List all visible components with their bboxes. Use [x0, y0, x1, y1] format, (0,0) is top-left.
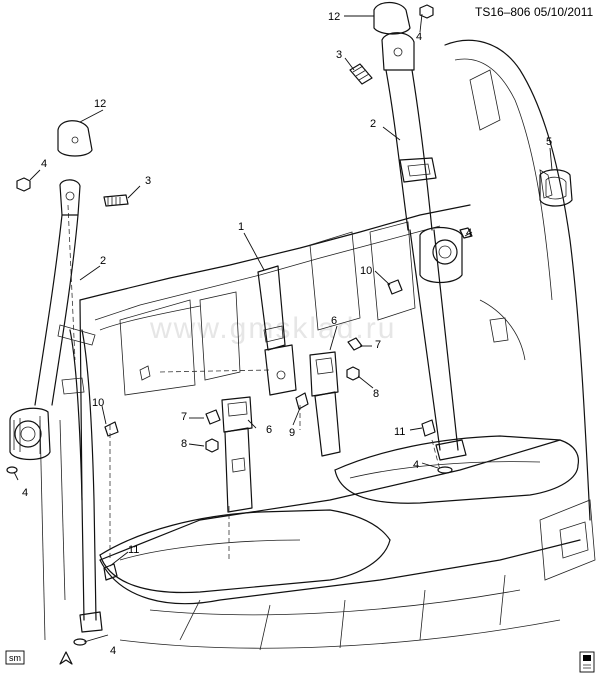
callout-3-right: 3 — [336, 49, 342, 61]
callout-8-left: 8 — [181, 438, 187, 450]
center-buckle-part-6 — [309, 351, 339, 397]
callout-12-left: 12 — [94, 98, 106, 110]
left-retractor — [9, 407, 51, 461]
callout-7-center: 7 — [375, 339, 381, 351]
right-seat-belt-assembly — [349, 1, 573, 474]
callout-1: 1 — [238, 221, 244, 233]
unit-tag: sm — [5, 650, 25, 665]
right-retractor — [419, 226, 463, 284]
callout-2-left: 2 — [100, 255, 106, 267]
left-buckle-part-6 — [221, 396, 253, 433]
center-bracket-part-1 — [257, 265, 286, 351]
callout-10-left: 10 — [92, 397, 104, 409]
callout-5: 5 — [546, 136, 552, 148]
right-guide-cover — [373, 1, 411, 35]
unit-tag-text: sm — [9, 653, 21, 663]
callout-6-center: 6 — [331, 315, 337, 327]
right-belt-webbing — [385, 69, 409, 231]
callout-11-left: 11 — [128, 544, 139, 556]
leader-lines — [13, 13, 553, 643]
drawing-id: TS16–806 — [475, 5, 531, 19]
callout-2-right: 2 — [370, 118, 376, 130]
callout-12-right: 12 — [328, 11, 340, 23]
vehicle-body-structure — [39, 39, 596, 651]
callout-labels: 12 4 3 2 5 12 4 3 2 1 4 10 6 7 8 9 7 6 8… — [22, 11, 552, 657]
callout-9: 9 — [289, 427, 295, 439]
callout-11-right: 11 — [394, 426, 405, 438]
center-buckle-assembly — [205, 265, 363, 513]
callout-10-center: 10 — [360, 265, 372, 277]
callout-4-top-right: 4 — [416, 31, 422, 43]
drawing-date: 05/10/2011 — [534, 5, 593, 19]
left-guide-cover — [57, 120, 93, 157]
callout-4-right-lower: 4 — [413, 459, 419, 471]
callout-3-left: 3 — [145, 175, 151, 187]
left-seat-belt-assembly — [6, 120, 129, 646]
callout-6-left: 6 — [266, 424, 272, 436]
direction-arrow-icon — [59, 651, 73, 665]
corner-marker-icon — [579, 651, 595, 673]
callout-4-bottom: 4 — [110, 645, 116, 657]
callout-7-left: 7 — [181, 411, 187, 423]
callout-4-left-lower: 4 — [22, 487, 28, 499]
belt-clip-part-5 — [539, 169, 573, 207]
callout-8-center: 8 — [373, 388, 379, 400]
left-belt-webbing — [34, 214, 63, 406]
callout-4-upper-left: 4 — [41, 158, 47, 170]
callout-4-right-mid: 4 — [466, 227, 472, 239]
